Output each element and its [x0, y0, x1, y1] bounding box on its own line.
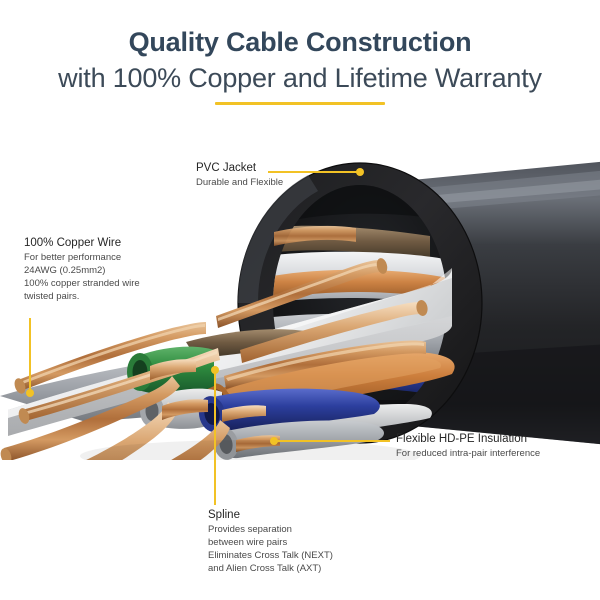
title-accent-divider: [215, 102, 385, 105]
header: Quality Cable Construction with 100% Cop…: [0, 0, 600, 105]
callout-copper-wire-line-2: 100% copper stranded wire: [24, 278, 140, 289]
callout-copper-wire-line-0: For better performance: [24, 252, 122, 263]
leader-line-spline: [214, 372, 216, 505]
leader-line-hdpe-insulation: [276, 440, 390, 442]
callout-pvc-jacket-title: PVC Jacket: [196, 162, 257, 174]
callout-spline-line-3: and Alien Cross Talk (AXT): [208, 563, 322, 574]
pair-white-blue: [219, 420, 384, 459]
callout-hdpe-insulation-title: Flexible HD-PE Insulation: [396, 433, 528, 445]
callout-spline: Spline Provides separation between wire …: [208, 508, 333, 575]
callout-copper-wire-title: 100% Copper Wire: [24, 237, 122, 249]
cable-cutaway-illustration: [0, 110, 600, 460]
callout-pvc-jacket-line-0: Durable and Flexible: [196, 177, 284, 188]
callout-spline-title: Spline: [208, 509, 240, 521]
callout-copper-wire: 100% Copper Wire For better performance …: [24, 236, 140, 303]
callout-spline-line-1: between wire pairs: [208, 537, 288, 548]
callout-pvc-jacket: PVC Jacket Durable and Flexible: [196, 161, 283, 189]
leader-dot-copper-wire: [26, 389, 34, 397]
callout-spline-line-2: Eliminates Cross Talk (NEXT): [208, 550, 333, 561]
leader-dot-pvc-jacket: [356, 168, 364, 176]
copper-conductors: [0, 225, 428, 460]
leader-dot-hdpe-insulation: [270, 437, 278, 445]
callout-copper-wire-line-1: 24AWG (0.25mm2): [24, 265, 106, 276]
pair-blue: [204, 388, 380, 433]
callout-hdpe-insulation: Flexible HD-PE Insulation For reduced in…: [396, 432, 540, 460]
leader-line-copper-wire: [29, 318, 31, 392]
page-title-line-1: Quality Cable Construction: [128, 27, 472, 57]
callout-hdpe-insulation-line-0: For reduced intra-pair interference: [396, 448, 541, 459]
leader-line-pvc-jacket: [268, 171, 360, 173]
callout-spline-line-0: Provides separation: [208, 524, 292, 535]
callout-copper-wire-line-3: twisted pairs.: [24, 291, 80, 302]
page-title-line-2: with 100% Copper and Lifetime Warranty: [58, 63, 542, 93]
leader-dot-spline: [211, 366, 219, 374]
